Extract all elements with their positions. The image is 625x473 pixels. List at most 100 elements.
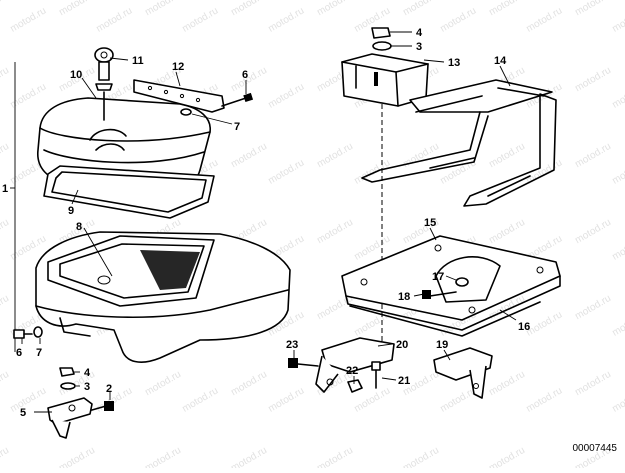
watermark-text: motod.ru [315,445,355,468]
case-body [35,231,291,363]
watermark-text: motod.ru [267,5,307,34]
label-part-22: 22 [346,365,358,377]
watermark-text: motod.ru [525,309,565,338]
nut-top-right [371,27,391,39]
leader-lines [21,31,517,413]
watermark-text: motod.ru [439,5,479,34]
watermark-text: motod.ru [573,217,613,246]
label-part-14: 14 [494,55,507,67]
label-part-1: 1 [2,183,8,195]
watermark-text: motod.ru [9,385,49,414]
hinge-strip [133,79,225,113]
label-part-6-lower: 6 [16,347,22,359]
nut-22 [347,379,363,393]
watermark-text: motod.ru [0,217,11,246]
watermark-text: motod.ru [181,385,221,414]
watermark-text: motod.ru [20,0,60,2]
document-number: 00007445 [572,443,618,454]
screw-upper [221,92,254,107]
watermark-text: motod.ru [573,0,613,18]
label-part-11: 11 [132,55,144,67]
watermark-text: motod.ru [0,0,11,18]
label-part-3-right: 3 [416,41,422,53]
washer-lower-left [33,326,43,338]
mount-bracket-lower-left [47,397,93,439]
watermark-text: motod.ru [611,233,625,262]
screw-lower-left [13,329,33,339]
watermark-text: motod.ru [9,81,49,110]
watermark-text: motod.ru [267,81,307,110]
label-part-17: 17 [432,271,444,283]
watermark-text: motod.ru [611,5,625,34]
watermark-text: motod.ru [487,217,527,246]
watermark-text: motod.ru [95,385,135,414]
watermark-text: motod.ru [267,157,307,186]
watermark-text: motod.ru [267,385,307,414]
label-part-8: 8 [76,221,82,233]
watermark-text: motod.ru [353,309,393,338]
label-part-6-upper: 6 [242,69,248,81]
washer-17 [455,277,469,287]
watermark-text: motod.ru [315,217,355,246]
watermark-text: motod.ru [525,5,565,34]
assembly-bracket-1 [10,62,16,352]
watermark-text: motod.ru [192,0,232,2]
watermark-text: motod.ru [95,5,135,34]
watermark-text: motod.ru [364,0,404,2]
watermark-text: motod.ru [229,445,269,468]
watermark-text: motod.ru [229,369,269,398]
washer-upper [180,108,192,116]
watermark-text: motod.ru [536,0,576,2]
label-part-3-left: 3 [84,381,90,393]
watermark-text: motod.ru [143,445,183,468]
watermark-text: motod.ru [57,0,97,18]
watermark-text: motod.ru [573,65,613,94]
screw-23 [288,358,319,368]
label-part-12: 12 [172,61,184,73]
label-part-18: 18 [398,291,410,303]
watermark-text: motod.ru [611,309,625,338]
label-part-4-right: 4 [416,27,423,39]
watermark-text: motod.ru [401,0,441,18]
watermark-text: motod.ru [573,293,613,322]
watermark-text: motod.ru [106,0,146,2]
label-part-21: 21 [398,375,410,387]
watermark-text: motod.ru [143,0,183,18]
watermark-text: motod.ru [229,141,269,170]
mount-bracket-19 [433,347,493,399]
watermark-text: motod.ru [487,445,527,468]
bolt-18 [422,290,457,299]
label-part-13: 13 [448,57,460,69]
watermark-text: motod.ru [487,369,527,398]
watermark-text: motod.ru [229,65,269,94]
watermark-text: motod.ru [450,0,490,2]
watermark-text: motod.ru [9,5,49,34]
watermark-text: motod.ru [487,141,527,170]
label-part-9: 9 [68,205,74,217]
nut-lower-left [59,367,75,377]
label-part-15: 15 [424,217,436,229]
watermark-text: motod.ru [611,81,625,110]
watermark-text: motod.ru [573,369,613,398]
watermark-text: motod.ru [0,141,11,170]
support-frame [361,79,557,207]
watermark-text: motod.ru [401,445,441,468]
screw-21 [371,361,381,389]
part-labels: 1 2 3 3 4 4 5 6 6 7 7 8 9 10 11 12 13 14… [2,27,530,419]
watermark-text: motod.ru [0,65,11,94]
watermark-text: motod.ru [315,141,355,170]
label-part-4-left: 4 [84,367,91,379]
watermark-text: motod.ru [611,157,625,186]
label-part-16: 16 [518,321,530,333]
watermark-text: motod.ru [439,385,479,414]
watermark-text: motod.ru [401,141,441,170]
label-part-20: 20 [396,339,408,351]
label-part-23: 23 [286,339,298,351]
label-part-7-upper: 7 [234,121,240,133]
washer-small-lower-left [60,382,76,390]
bolt-lower-left [91,401,114,411]
watermark-text: motod.ru [229,0,269,18]
label-part-7-lower: 7 [36,347,42,359]
watermark-text: motod.ru [181,5,221,34]
